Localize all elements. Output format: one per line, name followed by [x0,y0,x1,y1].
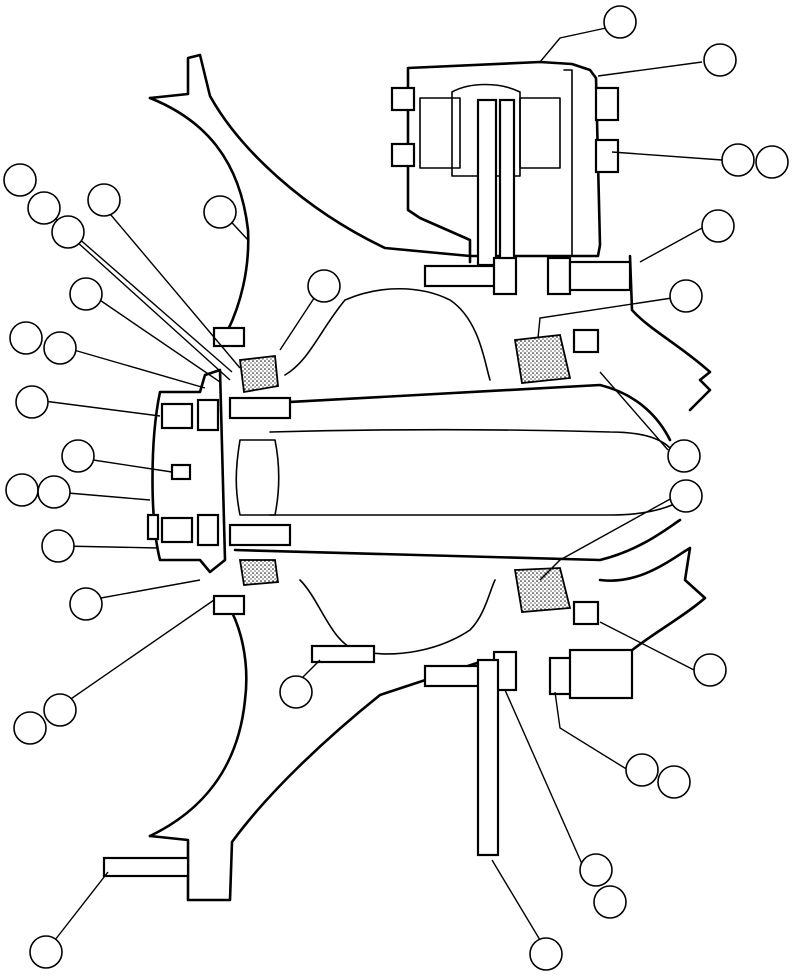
callout-bubble [29,935,63,969]
callout-bubble [669,279,703,313]
wheel-lug [102,856,190,878]
callout-bubble [625,753,659,787]
hub-cap [146,368,292,574]
callout-bubble [3,163,37,197]
callout-bubble [41,529,75,563]
callout-bubble [669,479,703,513]
callout-bubble [5,473,39,507]
callout-bubble [307,269,341,303]
callout-bubble [703,43,737,77]
spindle [233,383,682,562]
wheel-studs [212,326,376,664]
callout-bubble [529,937,563,971]
callout-bubble [701,209,735,243]
callout-bubble [51,215,85,249]
callout-bubble [693,653,727,687]
upper-bracket-bolts [423,256,632,296]
callout-bubble [279,675,313,709]
bearings [238,328,600,626]
callout-bubble [579,853,613,887]
lower-bracket-bolts [423,648,634,857]
callout-bubbles [3,5,789,971]
callout-bubble [15,385,49,419]
hub-body [148,53,712,902]
callout-bubble [203,195,237,229]
callout-bubble [657,765,691,799]
callout-bubble [721,143,755,177]
callout-bubble [87,183,121,217]
callout-bubble [61,439,95,473]
callout-bubble [755,145,789,179]
callout-bubble [13,711,47,745]
callout-bubble [69,587,103,621]
callout-bubble [603,5,637,39]
brake-caliper [390,60,620,267]
callout-bubble [27,191,61,225]
callout-bubble [9,321,43,355]
callout-bubble [37,475,71,509]
callout-bubble [667,439,701,473]
callout-bubble [69,277,103,311]
callout-bubble [43,331,77,365]
leader-lines [35,27,723,941]
callout-bubble [43,693,77,727]
callout-bubble [593,885,627,919]
